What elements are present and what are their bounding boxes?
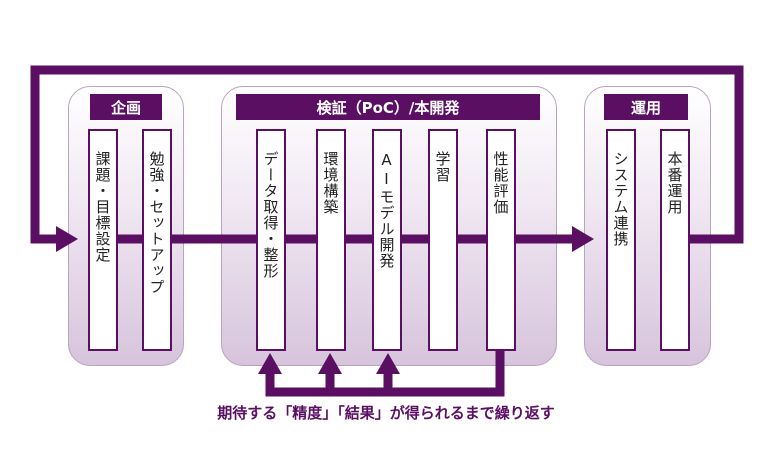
feedback-arrowhead-3 bbox=[376, 353, 400, 374]
step-study-setup: 勉強・セットアップ bbox=[142, 129, 172, 351]
poc-header: 検証（PoC）/本開発 bbox=[236, 94, 540, 120]
step-goal-setting: 課題・目標設定 bbox=[88, 129, 118, 351]
step-label: 勉強・セットアップ bbox=[147, 151, 166, 295]
loop-caption: 期待する「精度」「結果」が得られるまで繰り返す bbox=[217, 404, 555, 422]
step-model-development: AIモデル開発 bbox=[372, 129, 402, 351]
step-label: データ取得・整形 bbox=[261, 151, 280, 279]
step-production: 本番運用 bbox=[660, 129, 690, 351]
step-label: 性能評価 bbox=[491, 151, 510, 215]
step-label: 本番運用 bbox=[665, 151, 684, 215]
step-evaluation: 性能評価 bbox=[486, 129, 516, 351]
step-label: AIモデル開発 bbox=[377, 151, 396, 269]
feedback-arrowhead-2 bbox=[318, 353, 342, 374]
main-flow-arrowhead bbox=[572, 226, 594, 252]
feedback-arrowhead-1 bbox=[258, 353, 282, 374]
step-label: 課題・目標設定 bbox=[93, 151, 112, 263]
loop-back-arrowhead bbox=[56, 226, 78, 252]
step-label: システム連携 bbox=[611, 151, 630, 247]
step-system-integration: システム連携 bbox=[606, 129, 636, 351]
step-label: 学習 bbox=[433, 151, 452, 183]
loop-back-arrow-line bbox=[30, 65, 744, 244]
step-training: 学習 bbox=[428, 129, 458, 351]
step-label: 環境構築 bbox=[321, 151, 340, 215]
planning-header: 企画 bbox=[90, 94, 162, 120]
step-environment-setup: 環境構築 bbox=[316, 129, 346, 351]
step-data-acquisition: データ取得・整形 bbox=[256, 129, 286, 351]
operation-header: 運用 bbox=[604, 94, 688, 120]
